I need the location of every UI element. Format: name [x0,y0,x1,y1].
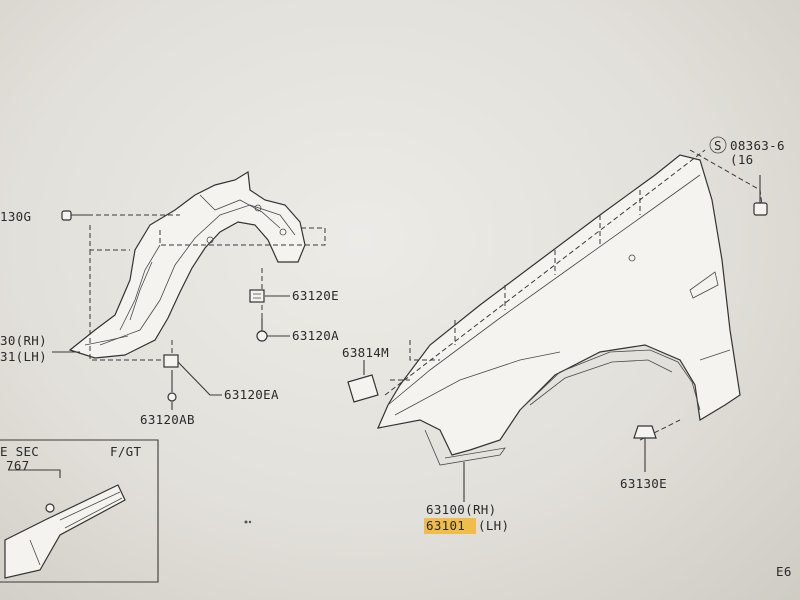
screw-63120ab-icon[interactable] [167,370,177,410]
bolt-63130g-icon[interactable] [61,210,88,221]
screw-63120a-icon[interactable] [256,318,290,342]
label-63130e[interactable]: 63130E [620,476,667,491]
side-marker-light-icon[interactable] [689,271,719,299]
pad-63814m-icon[interactable] [347,360,379,403]
label-63814m[interactable]: 63814M [342,345,389,360]
inset-section-number: 767 [6,458,29,473]
inset-section-label: E SEC [0,444,39,459]
label-08363-s: S [714,138,722,153]
clip-63120ea-icon[interactable] [163,354,222,396]
label-63100-rh[interactable]: 63100(RH) [426,502,496,517]
stray-mark [244,520,248,524]
label-63101[interactable]: 63101 [426,518,465,533]
label-63130g[interactable]: 130G [0,209,31,224]
clip-63120e-icon[interactable] [249,289,290,303]
bolt-08363-icon[interactable] [709,136,768,216]
inset-fgt-label: F/GT [110,444,141,459]
label-63101-lh: (LH) [478,518,509,533]
front-fender[interactable] [376,154,741,466]
section-inset [0,439,159,583]
label-63130-rh[interactable]: 30(RH) [0,333,47,348]
highlight-63101 [424,518,476,534]
label-63120a[interactable]: 63120A [292,328,339,343]
clip-63130e-icon[interactable] [633,425,657,472]
stray-mark [248,520,252,524]
label-63120ea[interactable]: 63120EA [224,387,279,402]
inset-clip-icon [45,503,55,513]
label-63131-lh[interactable]: 31(LH) [0,349,47,364]
label-08363[interactable]: 08363-6 [730,138,785,153]
liner-guide-lines [88,214,326,361]
label-63120ab[interactable]: 63120AB [140,412,195,427]
s-symbol-icon [709,136,727,154]
label-08363-qty: (16 [730,152,753,167]
label-63120e[interactable]: 63120E [292,288,339,303]
fender-liner[interactable] [68,170,306,359]
corner-code: E6 [776,564,792,579]
